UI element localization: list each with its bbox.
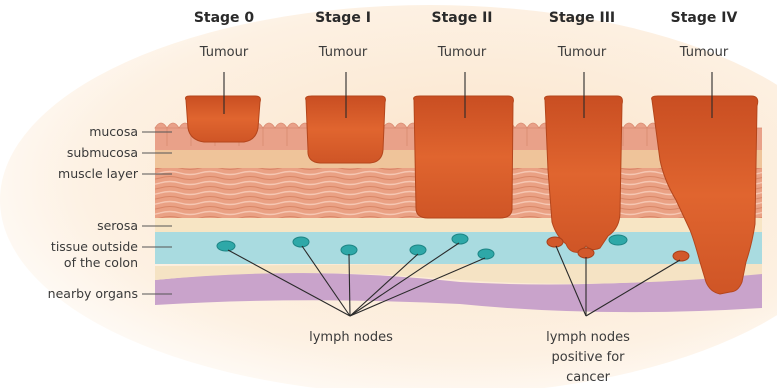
- stage-0-tumour-label: Tumour: [199, 45, 249, 60]
- label-positive-line3: cancer: [566, 370, 610, 385]
- label-serosa: serosa: [97, 218, 138, 233]
- lymph-node-positive: [547, 237, 563, 247]
- label-submucosa: submucosa: [67, 145, 138, 160]
- stage-0-title: Stage 0: [194, 10, 255, 26]
- stage-4-title: Stage IV: [671, 10, 738, 26]
- stage-1-tumour-label: Tumour: [318, 45, 368, 60]
- lymph-node: [609, 235, 627, 245]
- label-mucosa: mucosa: [89, 124, 138, 139]
- tumour-stage-3: [545, 96, 623, 252]
- lymph-node: [478, 249, 494, 259]
- label-tissue-outside-line1: tissue outside: [51, 239, 138, 254]
- label-positive-line2: positive for: [552, 350, 626, 365]
- label-muscle-layer: muscle layer: [58, 166, 139, 181]
- lymph-node: [293, 237, 309, 247]
- tumour-stage-2: [414, 96, 514, 218]
- label-lymph-nodes: lymph nodes: [309, 330, 393, 345]
- lymph-node: [341, 245, 357, 255]
- stage-1-title: Stage I: [315, 10, 371, 26]
- serosa-layer: [155, 218, 762, 232]
- stage-3-tumour-label: Tumour: [557, 45, 607, 60]
- lymph-node: [410, 245, 426, 255]
- lymph-node-positive: [673, 251, 689, 261]
- lymph-node-positive: [578, 248, 594, 258]
- label-positive-line1: lymph nodes: [546, 330, 630, 345]
- lymph-node: [452, 234, 468, 244]
- label-nearby-organs: nearby organs: [48, 286, 138, 301]
- lymph-node: [217, 241, 235, 251]
- stage-2-tumour-label: Tumour: [437, 45, 487, 60]
- label-tissue-outside-line2: of the colon: [64, 255, 138, 270]
- stage-2-title: Stage II: [431, 10, 492, 26]
- stage-4-tumour-label: Tumour: [679, 45, 729, 60]
- tumour-stage-0: [186, 96, 261, 142]
- stage-3-title: Stage III: [549, 10, 615, 26]
